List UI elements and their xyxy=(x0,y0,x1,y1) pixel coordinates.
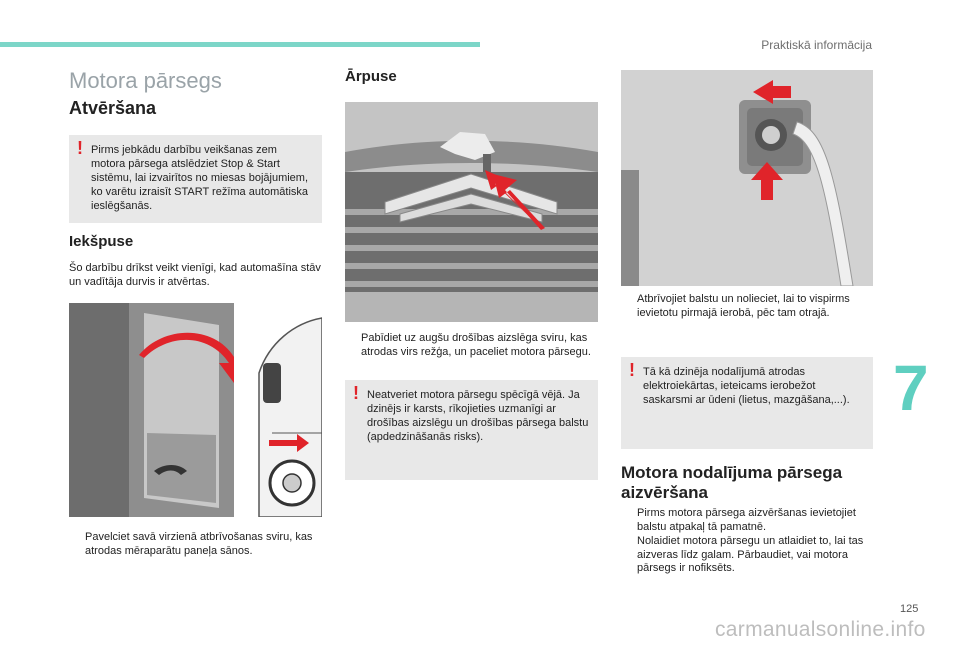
watermark: carmanualsonline.info xyxy=(715,618,926,641)
running-header: Praktiskā informācija xyxy=(761,38,872,52)
grille-drawing xyxy=(345,102,598,322)
warning-box-stop-start: ! Pirms jebkādu darbību veikšanas zem mo… xyxy=(69,135,322,223)
bullet-text: Pavelciet savā virzienā atbrīvošanas svi… xyxy=(85,531,313,557)
bullet-text: Pabīdiet uz augšu drošības aizslēga svir… xyxy=(361,332,591,358)
heading-closing: Motora nodalījuma pārsega aizvēršana xyxy=(621,463,843,502)
warning-text: Neatveriet motora pārsegu spēcīgā vējā. … xyxy=(367,389,589,443)
warning-text: Pirms jebkādu darbību veikšanas zem moto… xyxy=(91,144,309,212)
heading-opening: Atvēršana xyxy=(69,98,157,118)
bullet-text: Pirms motora pārsega aizvēršanas ievieto… xyxy=(637,507,856,533)
bullet-text: Atbrīvojiet balstu un nolieciet, lai to … xyxy=(637,293,850,319)
warning-box-wind: ! Neatveriet motora pārsegu spēcīgā vējā… xyxy=(345,380,598,480)
section-title: Motora pārsegs xyxy=(69,68,222,93)
illustration-bonnet-strut xyxy=(621,70,873,286)
warning-icon: ! xyxy=(353,383,359,403)
heading-inside: Iekšpuse xyxy=(69,233,134,250)
illustration-interior-release-lever xyxy=(69,303,322,517)
strut-drawing xyxy=(621,70,873,286)
warning-icon: ! xyxy=(629,360,635,380)
heading-outside: Ārpuse xyxy=(345,68,397,85)
warning-text: Tā kā dzinēja nodalījumā atrodas elektro… xyxy=(643,366,850,406)
bullet-text: Nolaidiet motora pārsegu un atlaidiet to… xyxy=(637,535,864,574)
header-accent-bar xyxy=(0,42,480,47)
inside-text: Šo darbību drīkst veikt vienīgi, kad aut… xyxy=(69,262,321,288)
warning-box-electrical: ! Tā kā dzinēja nodalījumā atrodas elekt… xyxy=(621,357,873,449)
illustration-front-grille-catch xyxy=(345,102,598,322)
chapter-number: 7 xyxy=(893,352,929,424)
warning-icon: ! xyxy=(77,138,83,158)
interior-lever-drawing xyxy=(69,303,322,517)
page-number: 125 xyxy=(900,603,919,615)
